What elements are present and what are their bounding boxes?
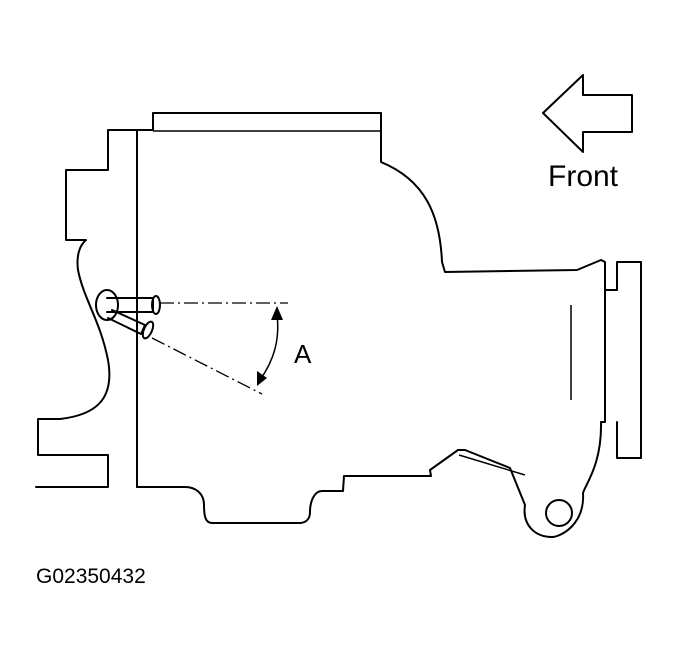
dowel-pin-angled [107, 309, 146, 335]
engine-block-outline [35, 129, 138, 488]
dowel-bore [95, 289, 119, 321]
angle-a-label: A [294, 339, 312, 369]
angled-centerline [151, 337, 263, 395]
rear-output-flange [604, 261, 642, 459]
mounting-bore [545, 499, 573, 527]
figure-code: G02350432 [36, 565, 146, 588]
front-direction-label: Front [548, 160, 619, 193]
angle-arrowhead-bottom [257, 371, 267, 386]
transmission-housing-outline [136, 112, 606, 538]
mounting-ear-inner-edge [458, 454, 526, 476]
angle-arrowhead-top [271, 306, 283, 320]
angle-dimension-arc [259, 313, 279, 381]
dowel-pin-head [151, 295, 161, 315]
dowel-pin-angled-head [141, 320, 155, 340]
front-direction-arrow [542, 74, 633, 153]
